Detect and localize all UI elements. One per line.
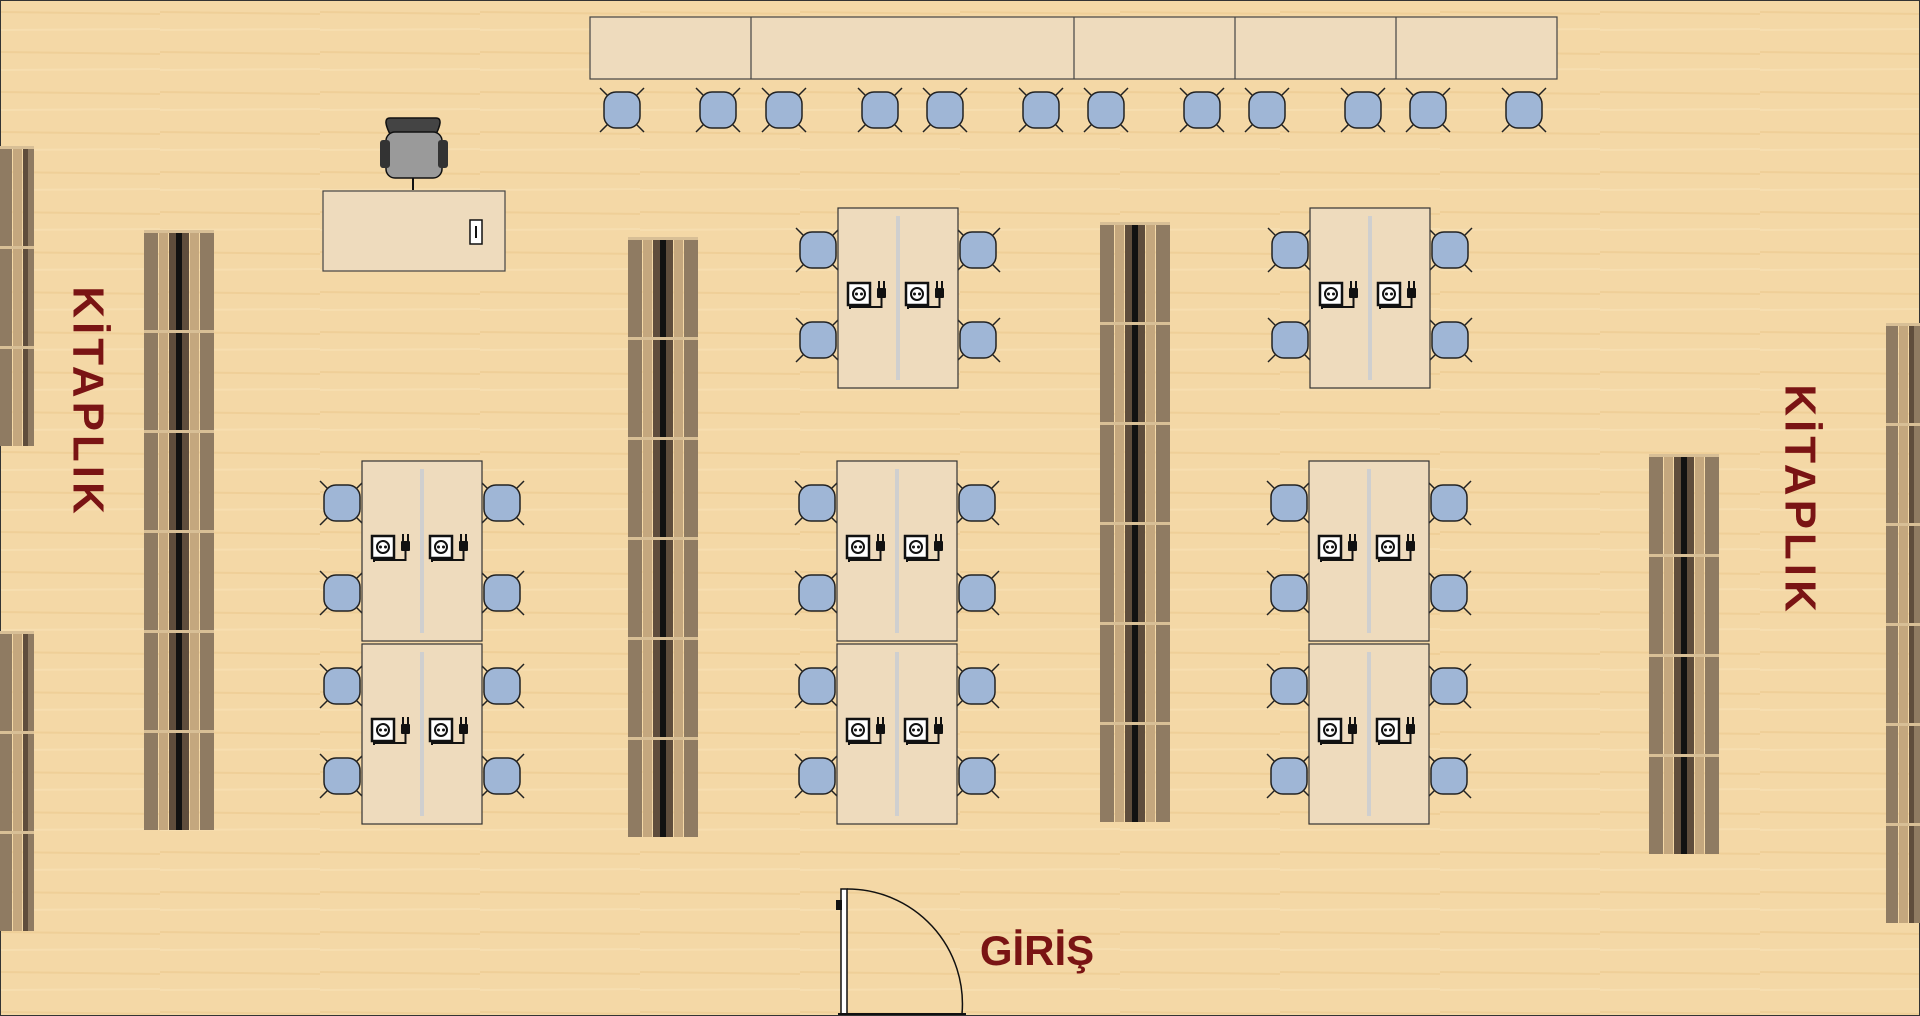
entrance-door (836, 888, 966, 1015)
entrance-label: GİRİŞ (980, 927, 1094, 974)
top-counter (589, 16, 1558, 80)
wall-shelf-left-bottom (0, 631, 34, 931)
wall-shelf-right (1886, 323, 1920, 923)
bookshelf-label-left: KİTAPLIK (64, 286, 113, 518)
wall-shelf-left-top (0, 146, 34, 446)
bookshelf-col-4 (1649, 454, 1719, 854)
librarian-desk (322, 190, 506, 272)
bookshelf-col-3 (1100, 222, 1170, 822)
office-chair (380, 117, 448, 190)
bookshelf-col-1 (144, 230, 214, 830)
bookshelf-col-2 (628, 237, 698, 837)
bookshelf-label-right: KİTAPLIK (1776, 384, 1825, 616)
